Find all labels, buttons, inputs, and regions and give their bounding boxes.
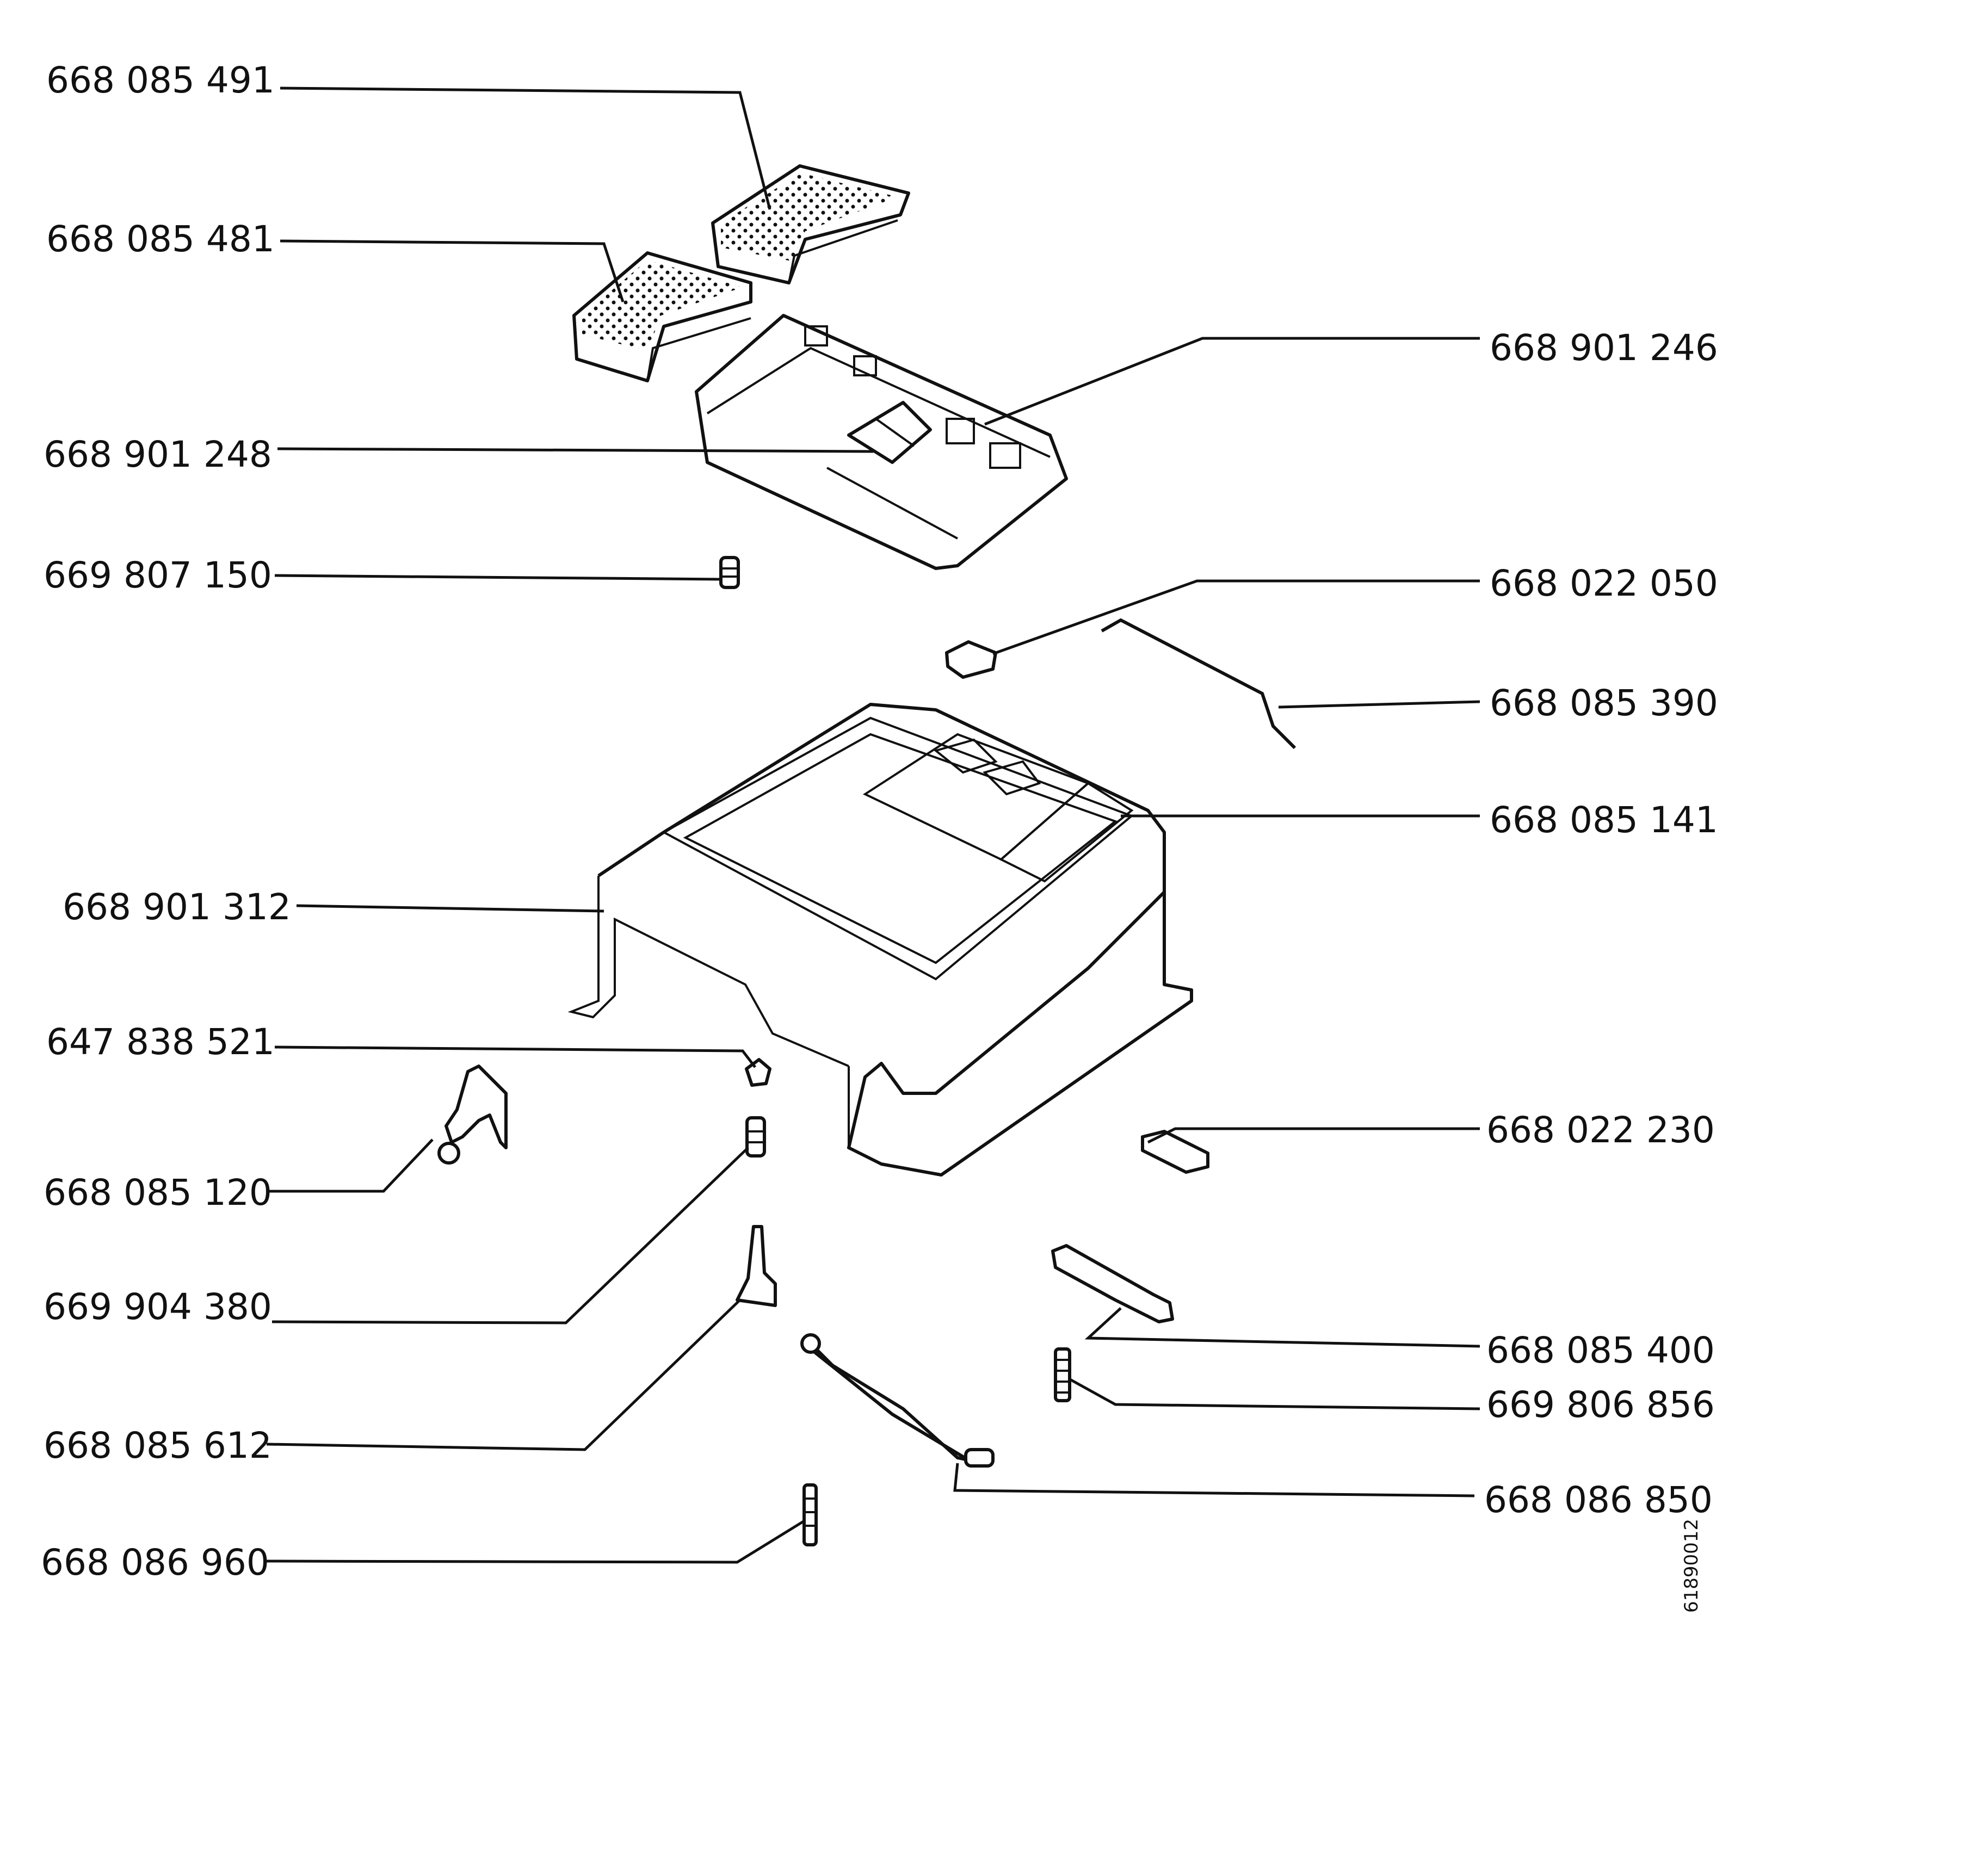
part-label-p18: 668 086 960 [41,1542,269,1583]
part-label-p10: 647 838 521 [46,1021,275,1063]
grid-cover-left [572,251,752,382]
part-label-p13: 669 904 380 [44,1286,272,1328]
leader-p15 [1068,1377,1480,1410]
plunger [736,1225,777,1307]
part-label-p12: 668 085 120 [44,1172,272,1214]
part-label-p01: 668 085 491 [46,59,275,101]
part-label-p05: 669 807 150 [44,554,272,596]
spring-small [719,556,740,589]
leader-p10 [274,1045,756,1068]
leader-p01 [280,86,771,210]
grid-cover-right [711,164,910,284]
cap [945,640,997,679]
part-label-p07: 668 085 390 [1490,682,1718,724]
part-label-p11: 668 022 230 [1486,1109,1715,1151]
leader-p09 [296,904,604,913]
part-label-p09: 668 901 312 [63,886,291,928]
spring-long [802,1483,818,1546]
part-label-p14: 668 085 400 [1486,1329,1715,1371]
leader-lines [263,86,1480,1564]
part-label-p08: 668 085 141 [1490,799,1718,841]
lever [1051,1244,1174,1323]
nut [745,1058,771,1087]
leader-p12 [267,1138,434,1193]
part-drawings [437,164,1296,1546]
spring-tension [1054,1347,1071,1402]
drawing-number: 61890012 [1681,1519,1702,1613]
spring-medium [745,1116,766,1158]
leader-p03 [984,337,1480,426]
part-label-p03: 668 901 246 [1490,327,1718,369]
leader-p14 [1084,1307,1480,1348]
leader-p04 [277,447,874,453]
flat-clip [1141,1130,1209,1174]
part-label-p02: 668 085 481 [46,218,275,260]
leader-p05 [274,574,723,581]
leader-p11 [1147,1127,1480,1144]
part-number-labels: 668 085 491 668 085 481 668 901 246 668 … [41,59,1718,1583]
part-label-p06: 668 022 050 [1490,562,1718,604]
wire-rod [1101,618,1296,750]
leader-p16 [266,1299,741,1451]
slider [847,401,932,464]
bracket [437,1064,508,1165]
main-housing [567,703,1193,1177]
leader-p06 [992,579,1480,655]
part-label-p17: 668 086 850 [1484,1479,1713,1521]
leader-p13 [271,1147,749,1324]
part-label-p04: 668 901 248 [44,434,272,475]
leader-p02 [280,239,625,302]
part-label-p16: 668 085 612 [44,1425,272,1466]
cable [800,1333,995,1468]
leader-p18 [263,1519,806,1564]
leader-p17 [953,1463,1475,1497]
leader-p07 [1278,700,1480,709]
part-label-p15: 669 806 856 [1486,1384,1715,1426]
